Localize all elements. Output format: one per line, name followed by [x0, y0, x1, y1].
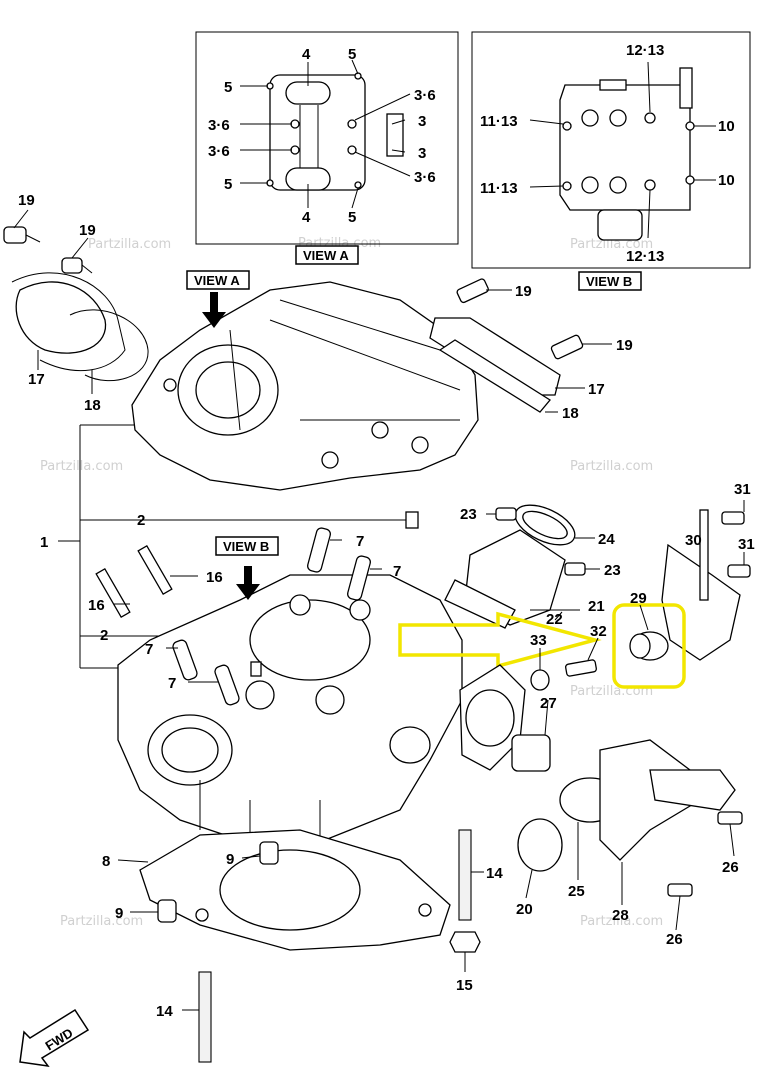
bracket-30	[661, 500, 751, 661]
label-9: 9	[226, 851, 234, 868]
view-a-label-5-left-bottom: 5	[224, 176, 232, 193]
dowel-pin	[405, 511, 419, 529]
label-19: 19	[18, 192, 35, 209]
label-19: 19	[79, 222, 96, 239]
label-15: 15	[456, 977, 473, 994]
view-b-label-11-13-top: 11·13	[480, 113, 518, 130]
label-27: 27	[540, 695, 557, 712]
highlight-arrow	[398, 611, 602, 669]
view-a-label-3-bottom: 3	[418, 145, 426, 162]
label-30: 30	[685, 532, 702, 549]
label-1: 1	[40, 534, 48, 551]
spark-plugs	[95, 544, 198, 619]
label-16: 16	[206, 569, 223, 586]
label-14: 14	[156, 1003, 173, 1020]
label-23: 23	[604, 562, 621, 579]
watermark: Partzilla.com	[60, 914, 143, 929]
label-20: 20	[516, 901, 533, 918]
watermark: Partzilla.com	[570, 459, 653, 474]
label-23: 23	[460, 506, 477, 523]
studs	[182, 829, 484, 1063]
dowel-pin	[250, 661, 262, 677]
label-22: 22	[546, 611, 563, 628]
valve-guides	[166, 527, 382, 706]
label-17: 17	[28, 371, 45, 388]
view-a-label-5-bottom: 5	[348, 209, 356, 226]
label-7: 7	[393, 563, 401, 580]
label-2: 2	[137, 512, 145, 529]
label-7: 7	[356, 533, 364, 550]
label-8: 8	[102, 853, 110, 870]
view-b-label-10-bottom: 10	[718, 172, 735, 189]
label-31: 31	[738, 536, 755, 553]
label-14: 14	[486, 865, 503, 882]
view-a-title: VIEW A	[303, 248, 349, 263]
view-a-label-4-bottom: 4	[302, 209, 311, 226]
cylinder-head	[117, 574, 463, 851]
label-18: 18	[562, 405, 579, 422]
view-b-callout: VIEW B	[215, 536, 279, 600]
view-a-label-5-top: 5	[348, 46, 356, 63]
label-16: 16	[88, 597, 105, 614]
intake-pipe	[444, 504, 600, 629]
view-b-title: VIEW B	[586, 274, 632, 289]
view-b-label-11-13-bottom: 11·13	[480, 180, 518, 197]
fwd-arrow-icon: FWD	[19, 1008, 90, 1067]
label-28: 28	[612, 907, 629, 924]
label-2: 2	[100, 627, 108, 644]
view-b-label-12-13-top: 12·13	[626, 42, 664, 59]
view-b-label-10-top: 10	[718, 118, 735, 135]
view-b-callout-label: VIEW B	[223, 539, 269, 554]
watermark: Partzilla.com	[570, 237, 653, 252]
view-a-label-3-6-left-top: 3·6	[208, 117, 230, 134]
callout-numbers: 1 2 2 7 7 7 7 8 9 9 14 14 15 16 16 17 17…	[18, 192, 755, 1020]
watermark: Partzilla.com	[40, 459, 123, 474]
watermark: Partzilla.com	[580, 914, 663, 929]
label-32: 32	[590, 623, 607, 640]
view-b-label-12-13-bottom: 12·13	[626, 248, 664, 265]
label-26: 26	[722, 859, 739, 876]
label-31: 31	[734, 481, 751, 498]
label-29: 29	[630, 590, 647, 607]
cap-and-gasket-left	[3, 209, 149, 394]
watermark: Partzilla.com	[88, 237, 171, 252]
view-a-label-3-6-left-bottom: 3·6	[208, 143, 230, 160]
label-25: 25	[568, 883, 585, 900]
view-a-inset: 4 5 5 3·6 3·6 3 3·6 3 3·6 5 4 5 VIEW A	[195, 31, 459, 265]
dowel-9	[259, 841, 279, 865]
label-17: 17	[588, 381, 605, 398]
label-7: 7	[145, 641, 153, 658]
temp-sensor	[530, 637, 599, 691]
label-24: 24	[598, 531, 615, 548]
label-19: 19	[616, 337, 633, 354]
part-29-highlight	[612, 603, 686, 689]
dowel-9	[157, 899, 177, 923]
label-9: 9	[115, 905, 123, 922]
label-18: 18	[84, 397, 101, 414]
view-a-label-3-top: 3	[418, 113, 426, 130]
view-a-label-5-left-top: 5	[224, 79, 232, 96]
cylinder-head-cover	[131, 281, 479, 491]
label-26: 26	[666, 931, 683, 948]
label-19: 19	[515, 283, 532, 300]
label-21: 21	[588, 598, 605, 615]
cap-plate-right	[429, 278, 612, 413]
head-gasket	[117, 829, 451, 951]
thermostat-housing	[459, 664, 743, 931]
label-33: 33	[530, 632, 547, 649]
view-a-label-4-top: 4	[302, 46, 311, 63]
view-b-inset: 12·13 11·13 10 11·13 10 12·13 VIEW B	[471, 31, 751, 291]
view-a-callout: VIEW A	[186, 270, 250, 328]
view-a-label-3-6-right-bottom: 3·6	[414, 169, 436, 186]
label-7: 7	[168, 675, 176, 692]
view-a-callout-label: VIEW A	[194, 273, 240, 288]
view-a-label-3-6-right-top: 3·6	[414, 87, 436, 104]
